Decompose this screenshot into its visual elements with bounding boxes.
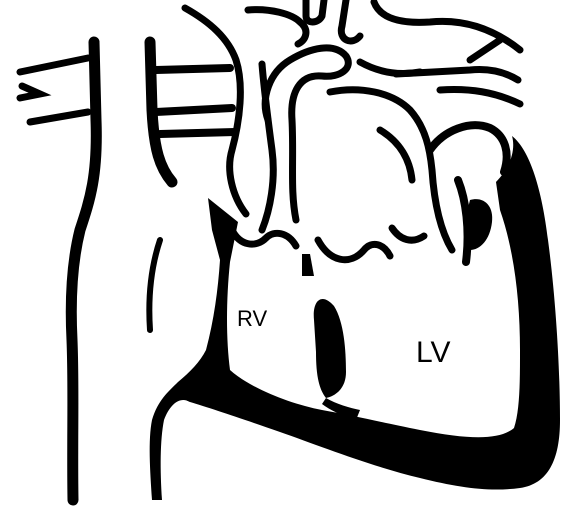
rv-label: RV [237, 306, 267, 331]
lv-label: LV [416, 336, 450, 369]
